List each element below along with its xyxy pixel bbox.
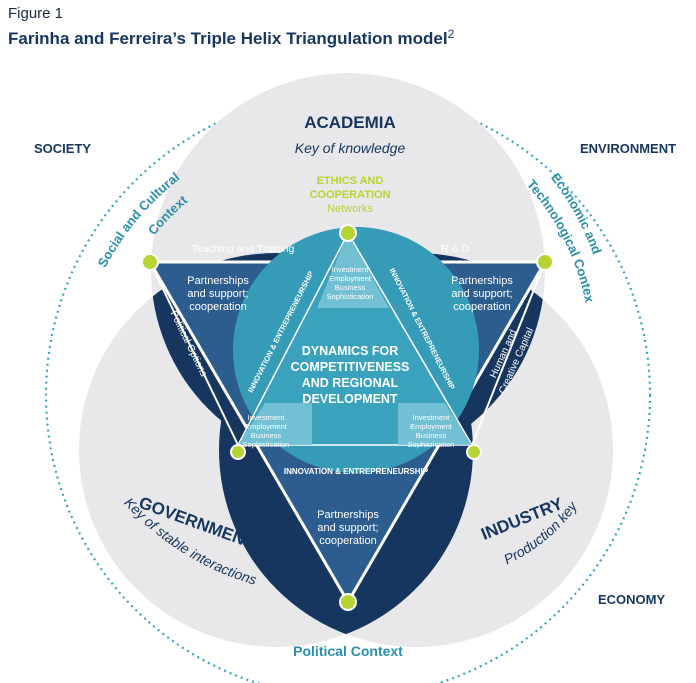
ethics-line2: COOPERATION [309, 189, 390, 201]
partnerships-left: Partnerships and support; cooperation [187, 275, 249, 313]
innovation-label-bottom: INNOVATION & ENTREPRENEURSHIP [284, 467, 429, 476]
corner-box-top [317, 233, 389, 308]
economy-label: ECONOMY [598, 592, 666, 607]
center-line1: DYNAMICS FOR [302, 344, 399, 358]
node-bottom [339, 593, 357, 611]
rd-label: R & D [441, 243, 469, 255]
partnerships-bottom-line3: cooperation [319, 535, 377, 547]
center-line2: COMPETITIVENESS [291, 360, 410, 374]
node-inner-right [466, 444, 482, 460]
corner-right-line3: Business [416, 431, 447, 440]
node-inner-left [230, 444, 246, 460]
environment-label: ENVIRONMENT [580, 141, 676, 156]
corner-text-top: Investment Employment Business Sophistic… [327, 265, 374, 301]
academia-subtitle: Key of knowledge [295, 140, 406, 156]
corner-right-line4: Sophistication [408, 440, 455, 449]
node-left [141, 253, 159, 271]
node-top [339, 224, 357, 242]
center-line4: DEVELOPMENT [302, 392, 398, 406]
society-label: SOCIETY [34, 141, 91, 156]
corner-box-right [398, 403, 472, 445]
center-line3: AND REGIONAL [302, 376, 399, 390]
figure-title: Farinha and Ferreira’s Triple Helix Tria… [8, 27, 454, 49]
partnerships-right-line1: Partnerships [451, 275, 513, 287]
edge-line-left [149, 261, 239, 446]
partnerships-left-line2: and support; [187, 288, 248, 300]
corner-right-line1: Investment [413, 413, 451, 422]
corner-text-right: Investment Employment Business Sophistic… [408, 413, 455, 449]
corner-right-line2: Employment [410, 422, 453, 431]
corner-left-line4: Sophistication [243, 440, 290, 449]
partnerships-right-line3: cooperation [453, 301, 511, 313]
partnerships-bottom-line2: and support; [317, 522, 378, 534]
partnerships-left-line1: Partnerships [187, 275, 249, 287]
political-context-label: Political Context [293, 643, 403, 659]
ethics-line1: ETHICS AND [317, 175, 384, 187]
corner-box-left [238, 403, 312, 445]
figure-title-text: Farinha and Ferreira’s Triple Helix Tria… [8, 29, 448, 48]
partnerships-bottom-line1: Partnerships [317, 509, 379, 521]
partnerships-right-line2: and support; [451, 288, 512, 300]
corner-top-line3: Business [335, 283, 366, 292]
corner-top-line2: Employment [329, 274, 372, 283]
partnerships-bottom: Partnerships and support; cooperation [317, 509, 379, 547]
partnerships-left-line3: cooperation [189, 301, 247, 313]
corner-top-line1: Investment [332, 265, 370, 274]
partnerships-right: Partnerships and support; cooperation [451, 275, 513, 313]
corner-text-left: Investment Employment Business Sophistic… [243, 413, 290, 449]
corner-left-line1: Investment [248, 413, 286, 422]
ethics-networks: Networks [327, 203, 373, 215]
corner-top-line4: Sophistication [327, 292, 374, 301]
teaching-training-label: Teaching and Training [192, 243, 295, 255]
footnote-marker: 2 [447, 27, 455, 41]
node-right [536, 253, 554, 271]
corner-left-line2: Employment [245, 422, 288, 431]
academia-title: ACADEMIA [304, 113, 396, 132]
center-triangle [265, 308, 445, 403]
edge-line-right [471, 261, 546, 446]
figure-label: Figure 1 [8, 5, 64, 22]
corner-left-line3: Business [251, 431, 282, 440]
center-dynamics-text: DYNAMICS FOR COMPETITIVENESS AND REGIONA… [291, 344, 410, 406]
